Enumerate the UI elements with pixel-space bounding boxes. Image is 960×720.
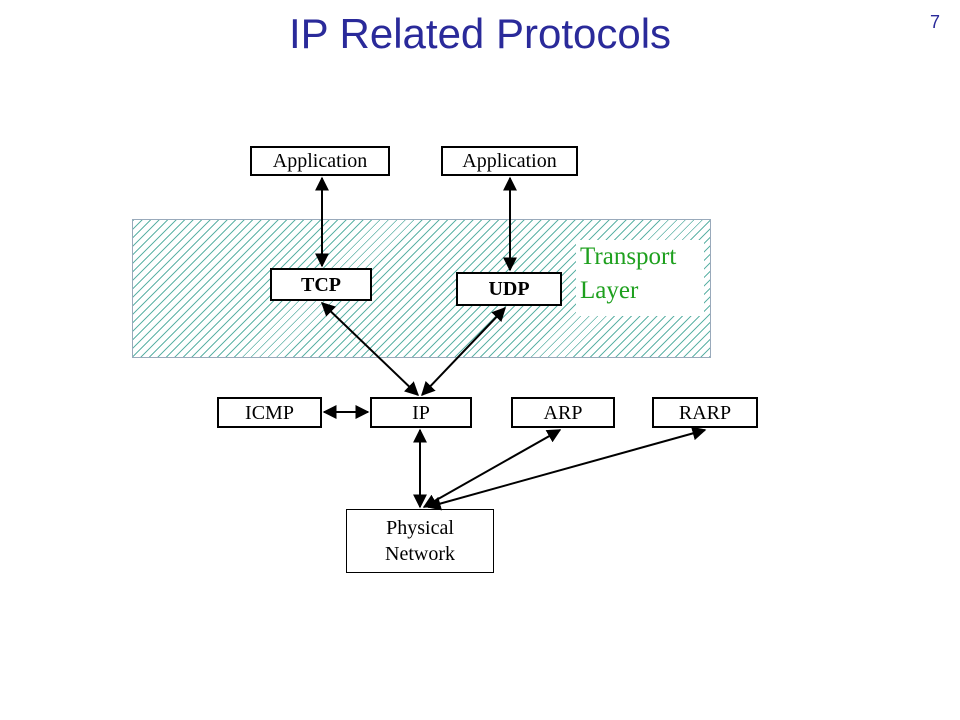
tcp-box: TCP <box>270 268 372 301</box>
transport-label-line1: Transport <box>580 243 677 270</box>
physical-network-line1: Physical <box>386 517 454 539</box>
page-number: 7 <box>929 12 940 32</box>
application-box-left: Application <box>250 146 390 176</box>
udp-box: UDP <box>456 272 562 306</box>
transport-layer-label: Transport Layer <box>576 240 704 316</box>
arrow-tcp-ip <box>320 302 420 396</box>
icmp-box: ICMP <box>217 397 322 428</box>
physical-network-line2: Network <box>385 543 455 565</box>
application-box-right: Application <box>441 146 578 176</box>
arrow-udp-ip <box>421 306 506 397</box>
page-title: IP Related Protocols <box>288 10 672 57</box>
physical-network-box: Physical Network <box>346 509 494 573</box>
ip-box: IP <box>370 397 472 428</box>
transport-label-line2: Layer <box>580 276 639 304</box>
arrow-physical-arp <box>422 429 562 508</box>
arrow-physical-rarp <box>426 426 707 511</box>
